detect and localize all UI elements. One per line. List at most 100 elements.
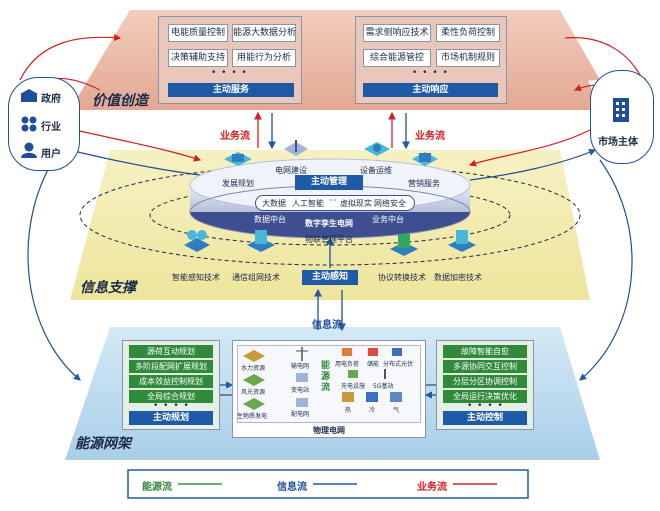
active-control-button[interactable]: 主动控制 (443, 411, 527, 425)
active-response-button[interactable]: 主动响应 (363, 83, 498, 97)
business-flow-left-label: 业务流 (220, 131, 250, 142)
control-item: 全局运行决策优化 (443, 390, 527, 403)
planning-dots: • • • • (153, 401, 190, 411)
control-item: 分层分区协调控制 (443, 375, 527, 388)
marketing-icon (412, 152, 438, 166)
sensing-item: 通信组网技术 (232, 273, 280, 282)
load-item: 储能 (367, 361, 380, 368)
service-item: 用能行为分析 (232, 49, 296, 67)
pv-icon (392, 348, 402, 356)
entity-industry: 行业 (41, 122, 61, 133)
response-item: 综合能源管控 (363, 49, 431, 67)
physical-grid-title: 物理电网 (313, 426, 345, 435)
transmission-icon (296, 347, 308, 361)
control-dots: • • • • (467, 401, 504, 411)
building-icon (613, 98, 629, 122)
maintenance-icon (364, 142, 390, 156)
sensing-item: 协议转换技术 (378, 273, 426, 282)
planning-item: 全局综合规划 (129, 390, 213, 403)
load-item: 热 (345, 407, 352, 414)
network-item: 配电网 (291, 411, 310, 418)
business-center-label: 业务中台 (372, 215, 404, 224)
tech-dots: ··· (329, 196, 337, 205)
charging-icon (348, 370, 358, 378)
industry-icon (21, 116, 37, 132)
energy-flow-vertical-label: 能源流 (321, 361, 331, 393)
load-item: 分布式光伏 (383, 361, 414, 368)
service-dots: • • • • (211, 68, 248, 78)
mgmt-item: 电网建设 (275, 166, 307, 175)
sensing-item: 智能感知技术 (172, 273, 220, 282)
layer-title-info: 信息支撑 (80, 280, 136, 296)
protocol-tech-icon (390, 234, 418, 256)
distribution-icon (296, 398, 308, 407)
control-item: 多源协同交互控制 (443, 360, 527, 373)
planning-item: 多阶段配网扩展规划 (129, 360, 213, 373)
legend-info: 信息流 (277, 482, 307, 493)
legend-energy: 能源流 (142, 482, 172, 493)
data-center-label: 数据中台 (254, 215, 286, 224)
grid-construction-icon (284, 140, 308, 156)
substation-icon (296, 373, 308, 382)
iot-platform-label: 物联管理平台 (305, 235, 353, 244)
active-service-button[interactable]: 主动服务 (168, 83, 294, 97)
service-item: 电能质量控制 (168, 24, 228, 42)
wind-solar-icon (243, 374, 265, 386)
cold-icon (366, 392, 378, 402)
business-flow-right-label: 业务流 (415, 131, 445, 142)
entity-government: 政府 (41, 94, 61, 105)
active-management-button[interactable]: 主动管理 (295, 175, 363, 190)
source-item: 水力资源 (241, 365, 266, 372)
network-item: 变电站 (291, 387, 310, 394)
digital-twin-label: 数字孪生电网 (305, 219, 353, 228)
load-item: 充电设施 (341, 383, 366, 390)
response-item: 需求侧响应技术 (363, 24, 431, 42)
active-sensing-button[interactable]: 主动感知 (302, 270, 358, 285)
load-item: 冷 (369, 407, 376, 414)
hydro-icon (243, 350, 265, 362)
active-planning-button[interactable]: 主动规划 (129, 411, 213, 425)
planning-item: 成本效益控制规划 (129, 375, 213, 388)
planning-item: 源荷互动规划 (129, 345, 213, 358)
network-item: 输电网 (291, 363, 310, 370)
sensing-tech-icon (184, 230, 210, 252)
tech-item: 人工智能 (292, 199, 324, 208)
tech-item: 大数据 (262, 199, 286, 208)
active-service-panel: 电能质量控制 能源大数据分析 决策辅助支持 用能行为分析 • • • • 主动服… (158, 16, 302, 104)
mgmt-item: 设备运维 (360, 166, 392, 175)
mgmt-item: 发展规划 (222, 179, 254, 188)
mgmt-item: 营销服务 (408, 179, 440, 188)
response-item: 柔性负荷控制 (436, 24, 500, 42)
user-icon (21, 142, 37, 158)
heat-icon (342, 392, 354, 402)
load-item: 5G基站 (373, 383, 394, 390)
government-icon (20, 89, 38, 102)
entity-user: 用户 (41, 149, 61, 160)
entities-panel (8, 77, 80, 171)
load-item: 气 (393, 407, 400, 414)
tech-bar (255, 195, 415, 211)
source-item: 生物质发电 (237, 413, 268, 420)
source-item: 风光资源 (241, 389, 266, 396)
sensing-item: 数据加密技术 (434, 273, 482, 282)
layer-title-energy: 能源网架 (75, 436, 131, 452)
market-entity-label: 市场主体 (598, 137, 638, 148)
service-item: 能源大数据分析 (232, 24, 296, 42)
control-item: 故障智能自愈 (443, 345, 527, 358)
planning-icon (224, 152, 252, 166)
info-flow-label: 信息流 (312, 320, 342, 331)
layer-title-value: 价值创造 (92, 93, 148, 109)
storage-icon (368, 348, 378, 356)
tech-item: 虚拟现实 (340, 199, 372, 208)
network-tech-icon (247, 230, 275, 252)
response-dots: • • • • (412, 68, 449, 78)
legend-business: 业务流 (417, 482, 447, 493)
active-planning-panel: 源荷互动规划 多阶段配网扩展规划 成本效益控制规划 全局综合规划 • • • •… (122, 340, 220, 430)
tech-item: 网络安全 (374, 199, 406, 208)
5g-icon (384, 369, 386, 379)
encryption-tech-icon (448, 230, 476, 252)
biomass-icon (243, 398, 265, 410)
load-icon (342, 348, 352, 356)
physical-grid-panel: 水力资源 风光资源 生物质发电 输电网 变电站 配电网 能源流 用电负荷 储能 … (232, 340, 426, 438)
load-item: 用电负荷 (335, 361, 360, 368)
